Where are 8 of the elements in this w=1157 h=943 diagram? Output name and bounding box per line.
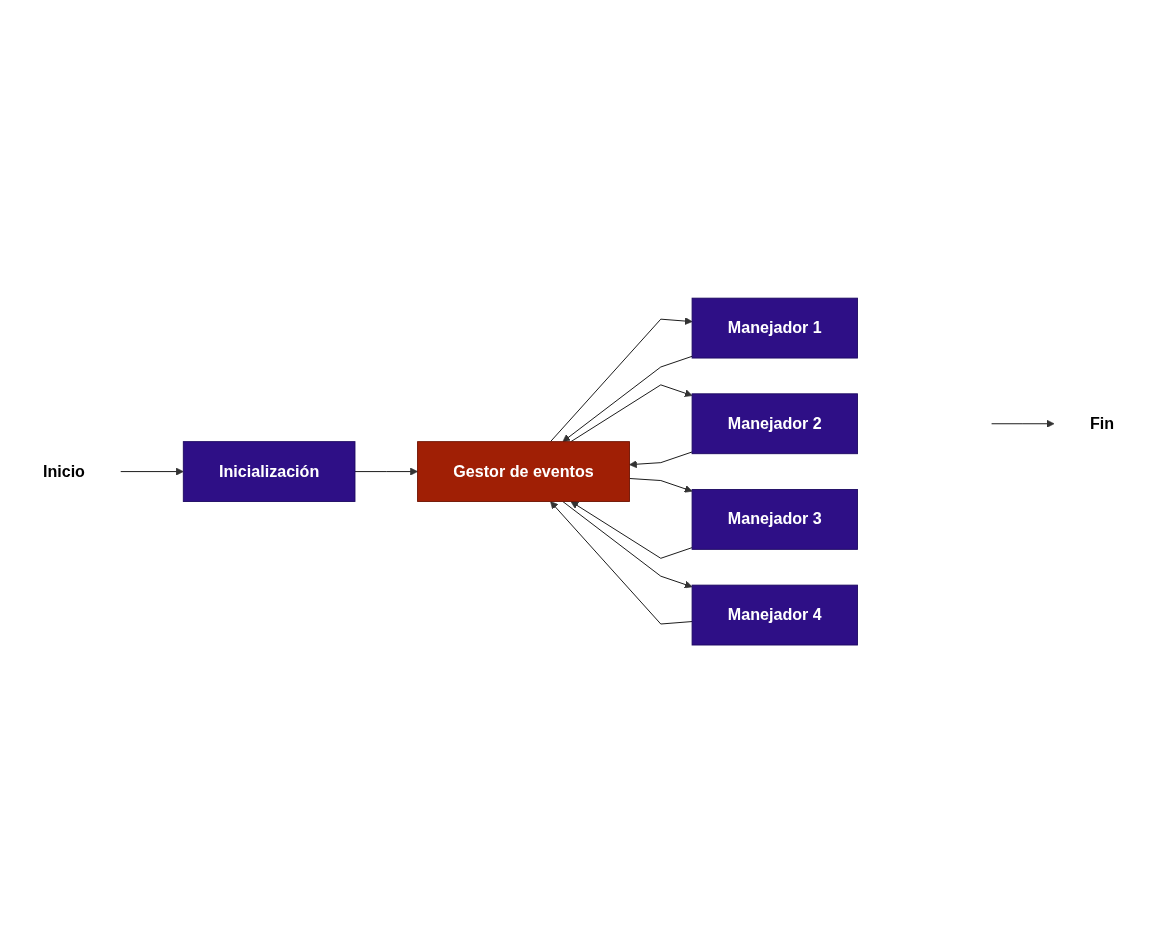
process-box: Gestor de eventos <box>417 441 630 502</box>
process-box: Manejador 4 <box>691 584 858 646</box>
process-box: Manejador 1 <box>691 297 858 359</box>
text-label: Inicio <box>42 462 85 480</box>
process-box: Inicialización <box>182 441 356 502</box>
process-box: Manejador 2 <box>691 393 858 455</box>
text-label: Fin <box>1089 414 1115 433</box>
process-box: Manejador 3 <box>691 488 858 550</box>
